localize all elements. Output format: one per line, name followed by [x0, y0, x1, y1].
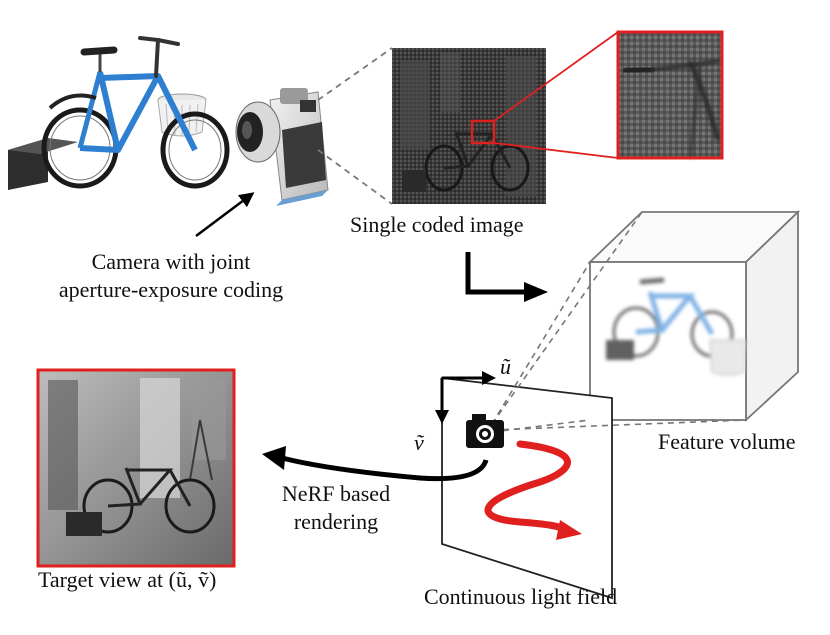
camera-icon: [235, 88, 329, 206]
uv-axes: [435, 371, 496, 424]
blurred-bicycle-icon: [606, 277, 747, 376]
ray-line-4: [491, 419, 747, 431]
projection-line-top: [317, 47, 393, 101]
projection-line-bottom: [317, 149, 393, 205]
feature-volume-cube: [587, 209, 801, 423]
v-axis-label: ṽ: [414, 430, 424, 455]
light-field-label: Continuous light field: [424, 584, 618, 609]
nerf-label-line1: NeRF based: [281, 481, 391, 506]
target-view-image: [36, 368, 236, 568]
coded-image: [392, 48, 546, 204]
bicycle-icon: [41, 36, 230, 189]
camera-pointer-arrow: [195, 192, 255, 237]
nerf-label: NeRF based rendering: [278, 480, 394, 535]
camera-label: Camera with joint aperture-exposure codi…: [40, 248, 302, 303]
camera-label-line1: Camera with joint: [91, 249, 251, 274]
bicycle-scene: [8, 36, 230, 190]
nerf-rendering-arrow: [281, 455, 489, 482]
ray-line-2: [491, 261, 591, 425]
target-view-label: Target view at (ũ, ṽ): [38, 567, 217, 592]
feature-volume-label: Feature volume: [658, 429, 796, 454]
camera-label-line2: aperture-exposure coding: [58, 276, 284, 302]
zoom-connector-top: [493, 31, 619, 122]
u-axis-label: ũ: [500, 354, 511, 379]
camera-trajectory: [484, 440, 571, 534]
nerf-label-line2: rendering: [293, 508, 379, 534]
zoomed-patch: [616, 30, 724, 160]
small-camera-icon: [466, 414, 504, 448]
coded-image-label: Single coded image: [350, 212, 524, 237]
flow-arrow-to-volume: [465, 252, 528, 295]
zoom-connector-bottom: [493, 142, 619, 159]
zoom-selection-box: [470, 119, 496, 145]
